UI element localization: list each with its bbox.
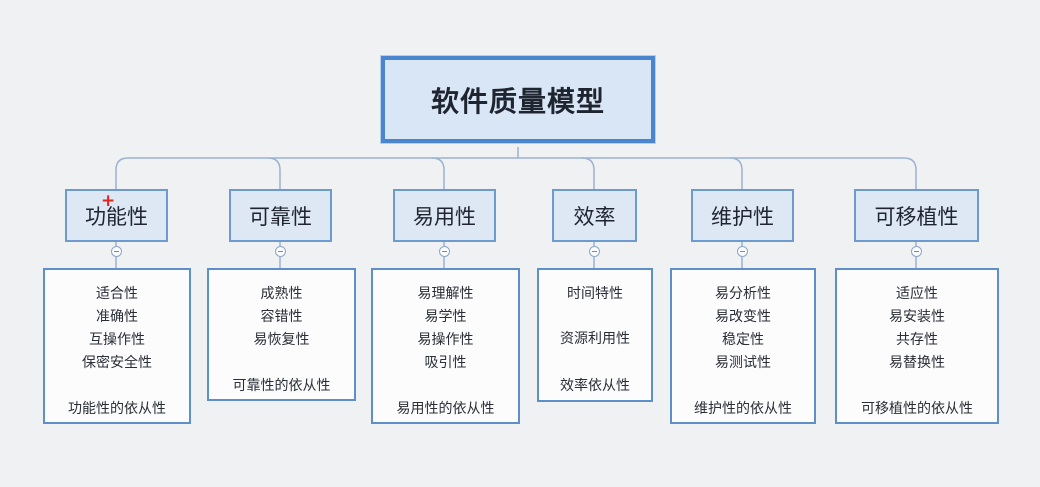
- crosshair-cursor-icon: +: [101, 191, 116, 211]
- attribute-item: 容错性: [260, 309, 303, 325]
- category-label: 可移植性: [874, 204, 959, 229]
- detail-node-efficiency[interactable]: 时间特性 资源利用性 效率依从性: [537, 268, 653, 402]
- category-label: 可靠性: [249, 204, 312, 229]
- category-label: 维护性: [711, 204, 774, 229]
- attribute-item: 易学性: [424, 309, 467, 325]
- attribute-item: 互操作性: [89, 332, 145, 348]
- collapse-toggle-reliability[interactable]: [275, 246, 286, 257]
- compliance-item: 维护性的依从性: [694, 401, 792, 417]
- category-label: 易用性: [413, 204, 476, 229]
- category-node-portability[interactable]: 可移植性: [854, 189, 979, 242]
- attribute-item: 适合性: [96, 286, 138, 302]
- category-label: 功能性: [85, 204, 148, 229]
- attribute-item: 易理解性: [417, 286, 474, 302]
- compliance-item: 可靠性的依从性: [232, 378, 331, 394]
- attribute-item: 保密安全性: [82, 355, 152, 371]
- attribute-item: 准确性: [96, 309, 138, 325]
- category-label: 效率: [573, 204, 616, 229]
- detail-node-usability[interactable]: 易理解性 易学性 易操作性 吸引性 易用性的依从性: [371, 268, 520, 424]
- detail-node-functionality[interactable]: 适合性 准确性 互操作性 保密安全性 功能性的依从性: [43, 268, 191, 424]
- attribute-item: 吸引性: [424, 355, 467, 371]
- attribute-item: 易操作性: [417, 332, 474, 348]
- attribute-item: 易测试性: [715, 355, 771, 371]
- collapse-toggle-portability[interactable]: [911, 246, 922, 257]
- category-node-reliability[interactable]: 可靠性: [229, 189, 332, 242]
- detail-node-maintainability[interactable]: 易分析性 易改变性 稳定性 易测试性 维护性的依从性: [670, 268, 816, 424]
- category-node-maintainability[interactable]: 维护性: [691, 189, 794, 242]
- attribute-item: 资源利用性: [560, 331, 630, 347]
- collapse-toggle-functionality[interactable]: [111, 246, 122, 257]
- category-node-usability[interactable]: 易用性: [393, 189, 496, 242]
- attribute-item: 易替换性: [889, 355, 945, 371]
- compliance-item: 可移植性的依从性: [861, 401, 973, 417]
- branch-bus-line: [115, 157, 917, 189]
- compliance-item: 效率依从性: [560, 378, 630, 394]
- attribute-item: 稳定性: [722, 332, 764, 348]
- attribute-item: 时间特性: [567, 286, 623, 302]
- compliance-item: 功能性的依从性: [68, 401, 166, 417]
- category-node-functionality[interactable]: 功能性: [65, 189, 168, 242]
- detail-node-portability[interactable]: 适应性 易安装性 共存性 易替换性 可移植性的依从性: [835, 268, 999, 424]
- collapse-toggle-usability[interactable]: [439, 246, 450, 257]
- attribute-item: 易恢复性: [253, 332, 310, 348]
- branch-drop-line: [729, 157, 743, 189]
- attribute-item: 成熟性: [260, 286, 303, 302]
- compliance-item: 易用性的依从性: [396, 401, 495, 417]
- branch-drop-line: [431, 157, 445, 189]
- attribute-item: 易安装性: [889, 309, 945, 325]
- root-node[interactable]: 软件质量模型: [381, 56, 655, 143]
- branch-drop-line: [581, 157, 595, 189]
- attribute-item: 共存性: [896, 332, 938, 348]
- root-title: 软件质量模型: [430, 84, 605, 118]
- collapse-toggle-efficiency[interactable]: [589, 246, 600, 257]
- attribute-item: 易改变性: [715, 309, 771, 325]
- attribute-item: 易分析性: [715, 286, 771, 302]
- detail-node-reliability[interactable]: 成熟性 容错性 易恢复性 可靠性的依从性: [207, 268, 356, 401]
- collapse-toggle-maintainability[interactable]: [737, 246, 748, 257]
- attribute-item: 适应性: [896, 286, 938, 302]
- branch-drop-line: [267, 157, 281, 189]
- category-node-efficiency[interactable]: 效率: [552, 189, 637, 242]
